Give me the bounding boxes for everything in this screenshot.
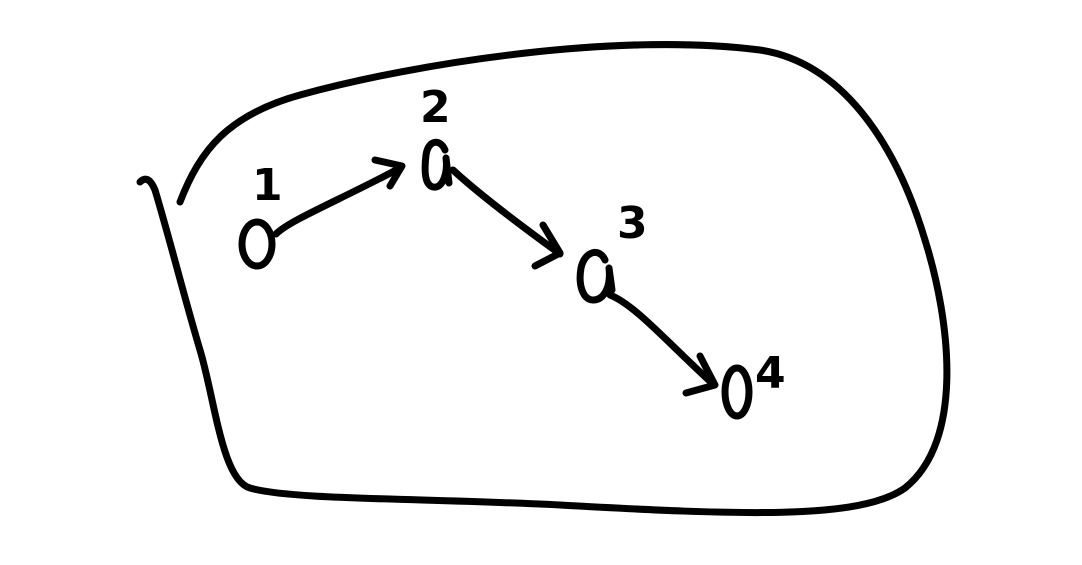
node-2: 2 <box>420 82 453 191</box>
node-1: 1 <box>238 160 283 270</box>
edge-1-2-line <box>272 164 404 238</box>
node-2-circle <box>421 138 453 191</box>
region-boundary <box>136 41 951 517</box>
node-2-label: 2 <box>420 82 451 133</box>
edge-3-4-line <box>606 291 718 389</box>
edge-2-3-line <box>449 166 564 258</box>
edge-2-3 <box>449 166 564 270</box>
edge-3-4 <box>606 291 719 397</box>
node-1-circle <box>238 218 276 270</box>
node-4-circle <box>721 364 753 420</box>
node-1-label: 1 <box>252 160 283 211</box>
node-4-label: 4 <box>755 348 786 399</box>
edge-2-3-arrowhead <box>531 221 564 270</box>
node-4: 4 <box>721 348 786 420</box>
node-3-label: 3 <box>617 198 648 249</box>
node-3: 3 <box>576 198 648 304</box>
node-3-circle <box>576 249 616 304</box>
edge-3-4-arrowhead <box>682 352 719 397</box>
edge-1-2 <box>272 156 406 238</box>
edge-1-2-arrowhead <box>371 156 406 190</box>
